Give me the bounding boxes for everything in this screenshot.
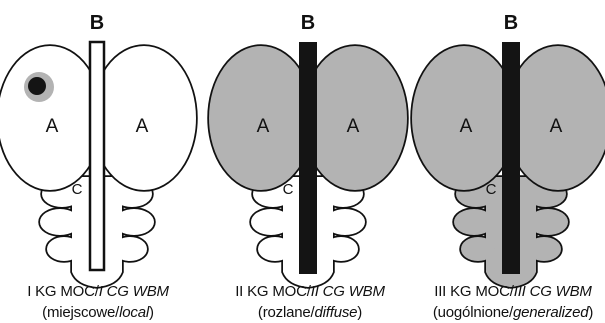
central-column [90, 42, 104, 270]
panel-2-caption-line2: (rozlane/diffuse) [258, 304, 362, 321]
panel-3-label-a-right: A [550, 116, 563, 137]
panel-diffuse: B A A C [209, 12, 407, 287]
panel-3-label-c: C [486, 181, 497, 198]
panel-3-label-a-left: A [460, 116, 473, 137]
panel-3-caption-line2: (uogólnione/generalized) [433, 304, 594, 321]
central-column [502, 42, 520, 274]
panel-2-label-a-right: A [347, 116, 360, 137]
panel-2-top-label: B [301, 12, 315, 34]
panel-2-label-c: C [283, 181, 294, 198]
panel-3-caption-line1: III KG MOC/III CG WBM [434, 283, 592, 300]
panel-1-label-a-right: A [136, 116, 149, 137]
panel-1-caption-line1: I KG MOC/I CG WBM [27, 283, 169, 300]
panel-generalized: B A A C [412, 12, 605, 287]
panel-2-label-a-left: A [257, 116, 270, 137]
central-column [299, 42, 317, 274]
panel-2-caption-line1: II KG MOC/II CG WBM [235, 283, 385, 300]
panel-1-top-label: B [90, 12, 104, 34]
panel-1-label-a-left: A [46, 116, 59, 137]
local-lesion-core [28, 77, 46, 95]
panel-1-label-c: C [72, 181, 83, 198]
panel-3-top-label: B [504, 12, 518, 34]
panel-1-caption-line2: (miejscowe/local) [42, 304, 154, 321]
panel-local: B A A C [0, 12, 196, 287]
